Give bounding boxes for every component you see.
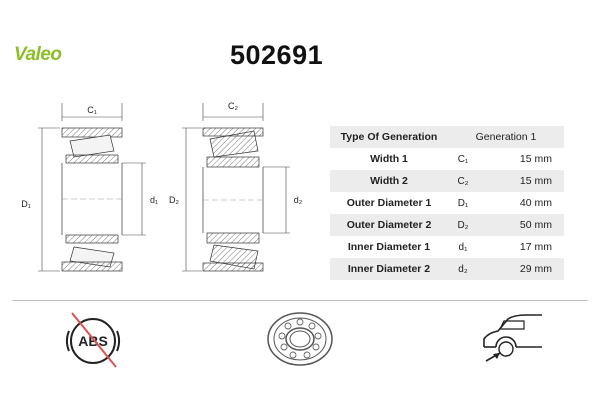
spec-symbol: d₁	[448, 236, 478, 258]
left-width-label: C₁	[87, 105, 97, 115]
spec-label: Inner Diameter 2	[330, 258, 448, 280]
left-bearing-section: C₁ D₁ d₁	[21, 103, 158, 272]
spec-label: Width 2	[330, 170, 448, 192]
spec-value: 15 mm	[478, 170, 564, 192]
spec-label: Width 1	[330, 148, 448, 170]
right-outer-dia-label: D₂	[169, 195, 179, 205]
abs-text: ABS	[78, 333, 108, 349]
part-number: 502691	[230, 40, 324, 70]
right-bearing-section: C₂ D₂ d₂	[169, 101, 303, 272]
specification-table: Type Of Generation Generation 1 Width 1 …	[330, 126, 564, 280]
spec-symbol: d₂	[448, 258, 478, 280]
spec-symbol: D₂	[448, 214, 478, 236]
spec-symbol: C₂	[448, 170, 478, 192]
spec-value: 40 mm	[478, 192, 564, 214]
spec-row-inner-dia-2: Inner Diameter 2 d₂ 29 mm	[330, 258, 564, 280]
spec-symbol: D₁	[448, 192, 478, 214]
spec-row-width-2: Width 2 C₂ 15 mm	[330, 170, 564, 192]
spec-label: Outer Diameter 1	[330, 192, 448, 214]
spec-label: Type Of Generation	[330, 126, 448, 148]
section-divider	[12, 300, 588, 301]
spec-value: Generation 1	[448, 126, 564, 148]
spec-value: 29 mm	[478, 258, 564, 280]
right-width-label: C₂	[228, 101, 238, 111]
spec-row-outer-dia-1: Outer Diameter 1 D₁ 40 mm	[330, 192, 564, 214]
car-rear-wheel-icon	[483, 314, 542, 362]
right-inner-dia-label: d₂	[294, 195, 303, 205]
no-abs-icon: ABS	[66, 312, 120, 368]
spec-value: 17 mm	[478, 236, 564, 258]
spec-label: Inner Diameter 1	[330, 236, 448, 258]
spec-row-width-1: Width 1 C₁ 15 mm	[330, 148, 564, 170]
bearing-technical-drawing: C₁ D₁ d₁ C₂ D₂	[21, 101, 303, 272]
left-outer-dia-label: D₁	[21, 199, 31, 209]
spec-value: 50 mm	[478, 214, 564, 236]
spec-row-outer-dia-2: Outer Diameter 2 D₂ 50 mm	[330, 214, 564, 236]
spec-symbol: C₁	[448, 148, 478, 170]
spec-value: 15 mm	[478, 148, 564, 170]
left-inner-dia-label: d₁	[150, 195, 158, 205]
bearing-front-view-icon	[267, 312, 333, 366]
spec-label: Outer Diameter 2	[330, 214, 448, 236]
spec-row-inner-dia-1: Inner Diameter 1 d₁ 17 mm	[330, 236, 564, 258]
valeo-logo: Valeo	[14, 44, 62, 65]
spec-row-generation: Type Of Generation Generation 1	[330, 126, 564, 148]
